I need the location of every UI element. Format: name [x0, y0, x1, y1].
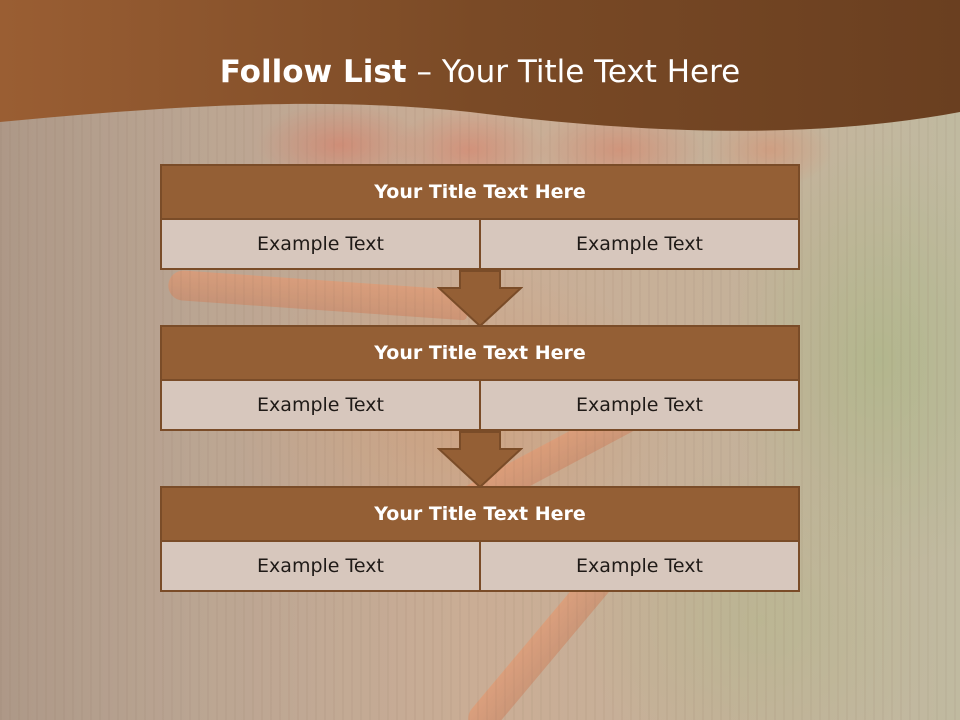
block-title: Your Title Text Here: [160, 325, 800, 381]
block-row: Example Text Example Text: [160, 542, 800, 592]
block-cell-left: Example Text: [160, 381, 481, 431]
title-rest: – Your Title Text Here: [416, 54, 741, 90]
slide-title: Follow List – Your Title Text Here: [0, 54, 960, 90]
down-arrow-icon: [437, 270, 523, 328]
block-title: Your Title Text Here: [160, 164, 800, 220]
down-arrow-icon: [437, 431, 523, 489]
list-block-3: Your Title Text Here Example Text Exampl…: [160, 486, 800, 592]
title-banner: [0, 0, 960, 131]
list-block-1: Your Title Text Here Example Text Exampl…: [160, 164, 800, 270]
list-block-2: Your Title Text Here Example Text Exampl…: [160, 325, 800, 431]
block-title: Your Title Text Here: [160, 486, 800, 542]
block-cell-left: Example Text: [160, 542, 481, 592]
block-cell-left: Example Text: [160, 220, 481, 270]
block-row: Example Text Example Text: [160, 220, 800, 270]
block-cell-right: Example Text: [481, 542, 800, 592]
block-cell-right: Example Text: [481, 220, 800, 270]
title-bold: Follow List: [219, 54, 407, 90]
block-cell-right: Example Text: [481, 381, 800, 431]
block-row: Example Text Example Text: [160, 381, 800, 431]
